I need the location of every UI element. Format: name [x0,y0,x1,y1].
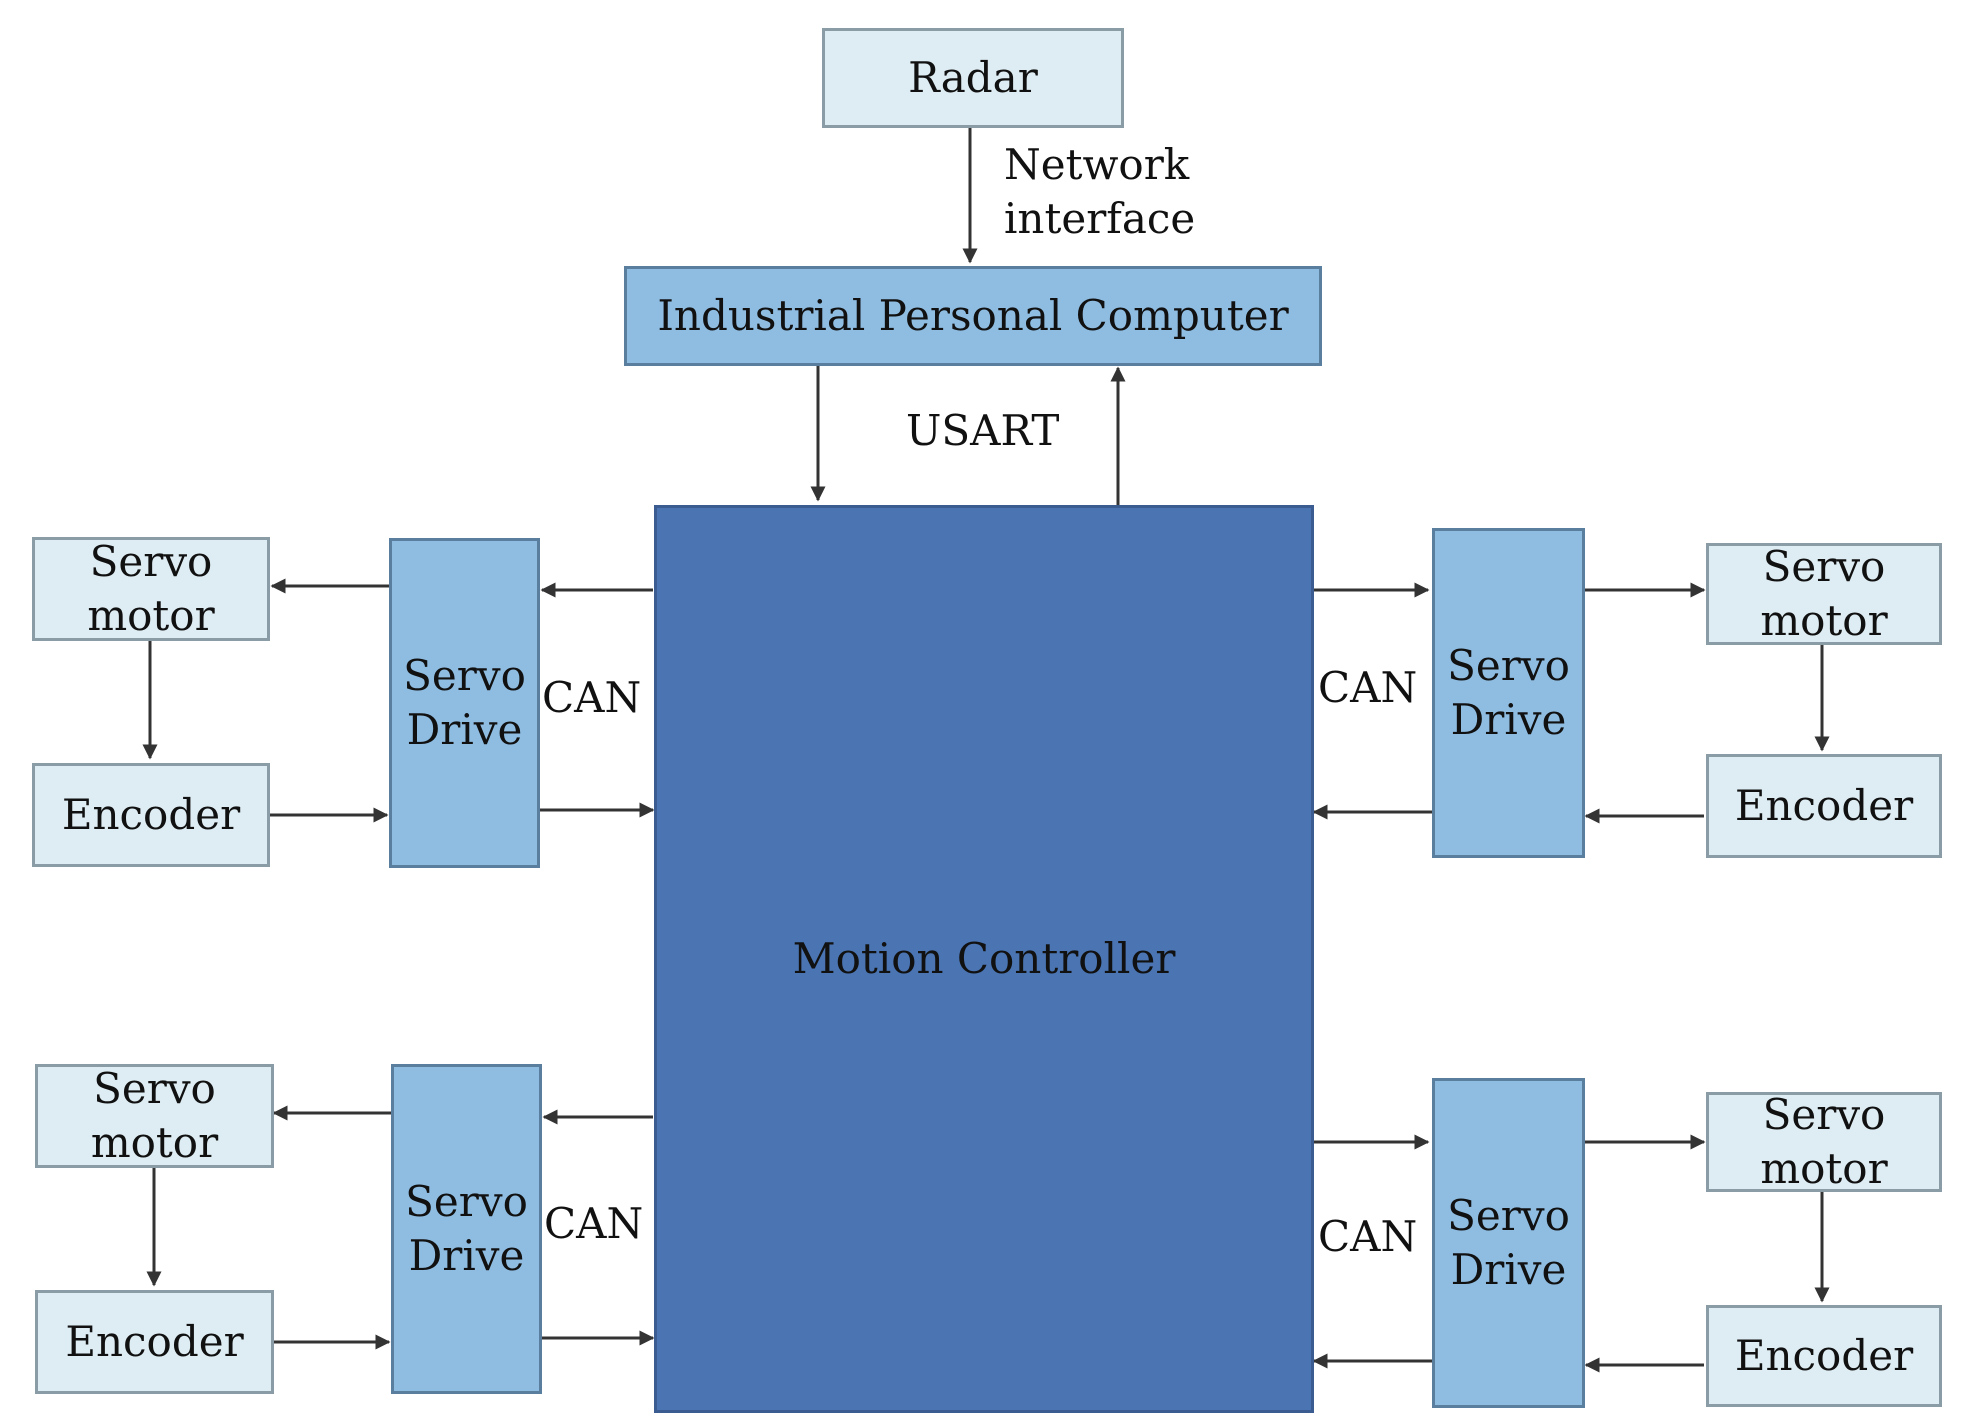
usart-label: USART [906,406,1060,455]
ipc-box: Industrial Personal Computer [624,266,1322,366]
network-interface-label: Network interface [1004,140,1196,243]
can-label-lt: CAN [542,673,642,722]
ipc-label: Industrial Personal Computer [657,291,1289,340]
can-label-lb: CAN [544,1199,644,1248]
motion-controller-label: Motion Controller [792,934,1176,983]
encoder-box-lt: Encoder [32,763,270,867]
can-label-rt: CAN [1318,663,1418,712]
encoder-box-rb: Encoder [1706,1305,1942,1407]
radar-box: Radar [822,28,1124,128]
radar-label: Radar [908,53,1038,102]
motion-controller-box: Motion Controller [654,505,1314,1413]
can-label-rb: CAN [1318,1212,1418,1261]
encoder-box-lb: Encoder [35,1290,274,1394]
encoder-box-rt: Encoder [1706,754,1942,858]
